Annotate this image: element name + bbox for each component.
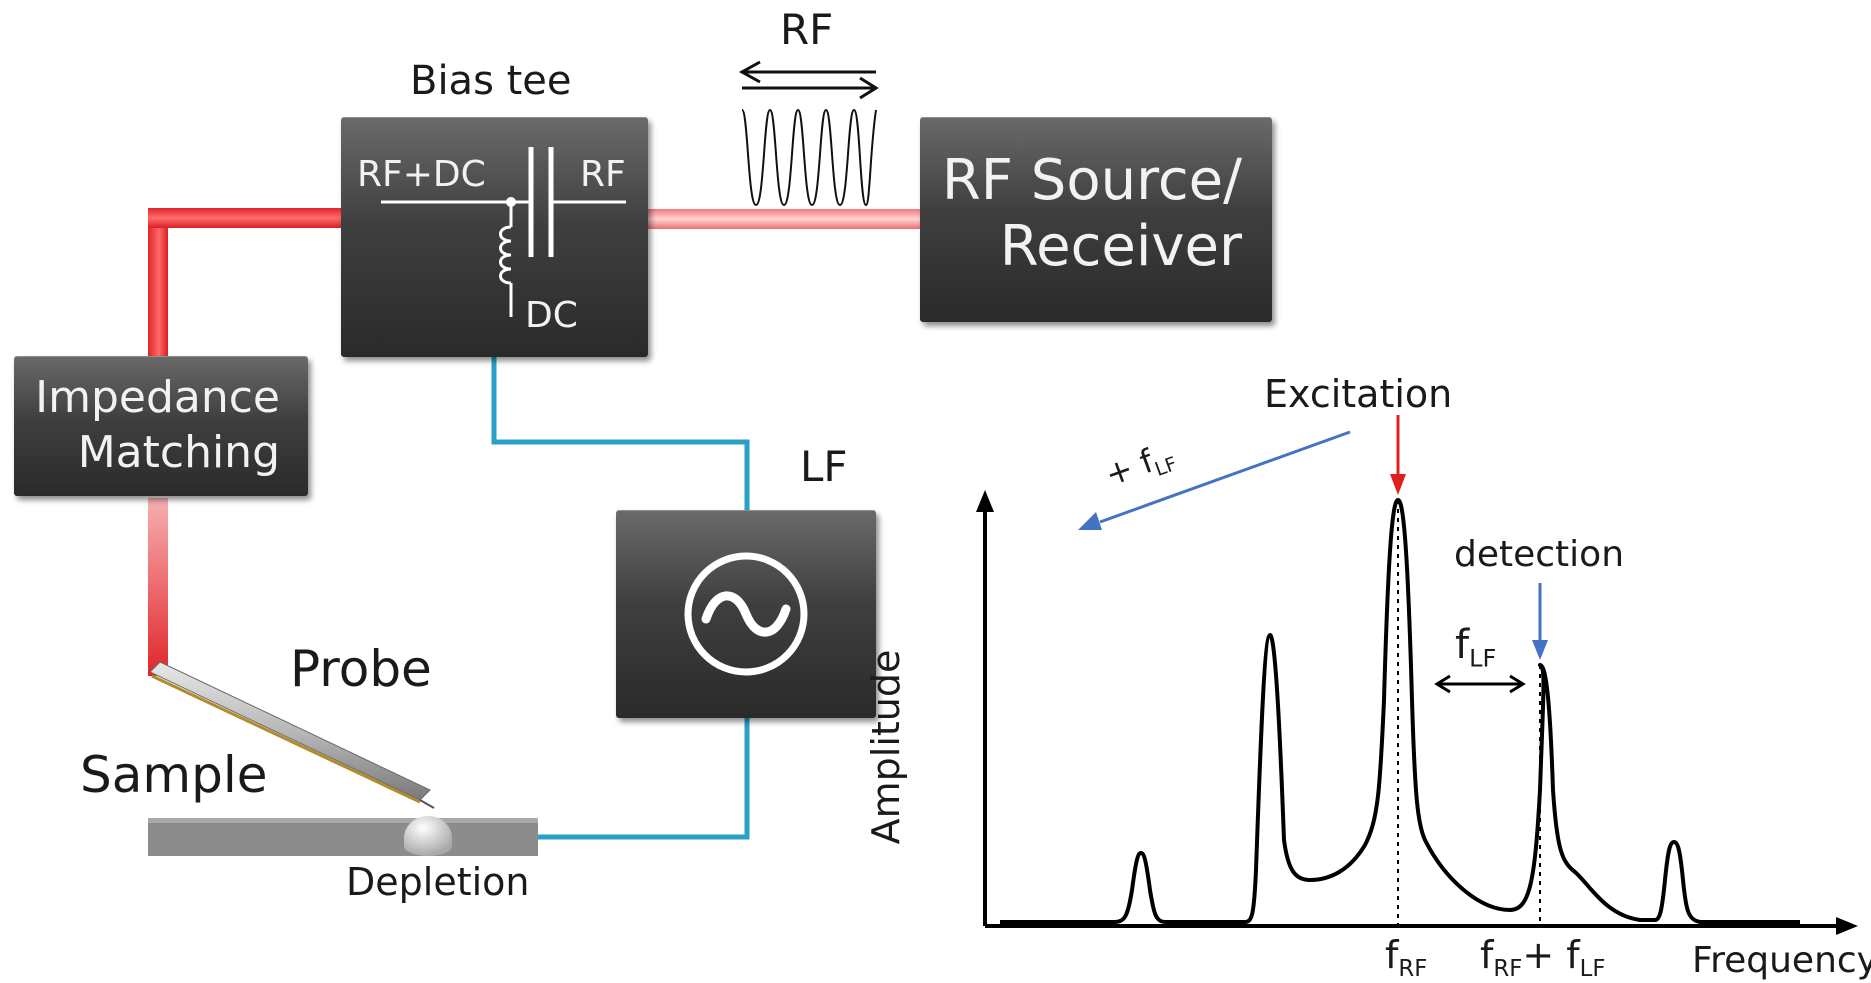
impedance-line2: Matching bbox=[77, 427, 280, 478]
probe-label: Probe bbox=[290, 640, 432, 698]
lf-label: LF bbox=[800, 442, 848, 491]
rf-source-label: RF Source/ Receiver bbox=[920, 148, 1242, 280]
ac-source-icon bbox=[684, 552, 808, 676]
frf-plus-flf-plus: + f bbox=[1522, 933, 1580, 977]
sample-label: Sample bbox=[80, 746, 268, 804]
frf-main: f bbox=[1385, 933, 1399, 977]
probe-cantilever bbox=[149, 661, 431, 801]
impedance-line1: Impedance bbox=[35, 372, 280, 423]
detection-label: detection bbox=[1454, 534, 1625, 575]
port-rf-dc-label: RF+DC bbox=[357, 154, 486, 195]
flf-sub: LF bbox=[1469, 644, 1497, 673]
y-axis-label: Amplitude bbox=[864, 649, 908, 845]
bias-tee-box bbox=[341, 117, 648, 357]
impedance-matching-box bbox=[14, 356, 308, 496]
bias-tee-schematic bbox=[381, 147, 626, 317]
frf-plus-flf-sub2: LF bbox=[1579, 955, 1606, 982]
impedance-matching-label: Impedance Matching bbox=[14, 370, 280, 480]
port-dc-label: DC bbox=[525, 295, 578, 336]
depletion-dome bbox=[404, 816, 452, 856]
depletion-label: Depletion bbox=[346, 860, 530, 904]
flf-main: f bbox=[1455, 622, 1470, 668]
frf-label: fRF bbox=[1385, 933, 1427, 982]
x-axis-label: Frequency bbox=[1692, 940, 1871, 981]
port-rf-label: RF bbox=[580, 154, 626, 195]
inductor-icon bbox=[499, 225, 512, 285]
rf-source-line1: RF Source/ bbox=[941, 148, 1242, 213]
rf-signal-label: RF bbox=[780, 5, 834, 54]
frf-plus-flf-label: fRF+ fLF bbox=[1480, 933, 1605, 982]
sample-bar bbox=[148, 818, 538, 856]
frf-sub: RF bbox=[1398, 955, 1428, 982]
bias-tee-title: Bias tee bbox=[410, 58, 572, 104]
excitation-label: Excitation bbox=[1264, 372, 1453, 416]
flf-label: fLF bbox=[1455, 622, 1496, 672]
rf-source-box bbox=[920, 117, 1272, 322]
rf-waveform bbox=[741, 108, 877, 207]
frf-plus-flf-sub1: RF bbox=[1493, 955, 1523, 982]
frf-plus-flf-main1: f bbox=[1480, 933, 1494, 977]
rf-source-line2: Receiver bbox=[999, 214, 1242, 280]
